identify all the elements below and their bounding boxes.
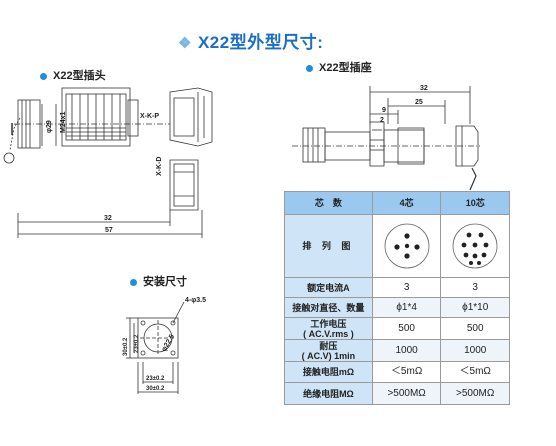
plug-dim-d2: M24x1 <box>60 111 67 133</box>
section-install-label: 安装尺寸 <box>143 276 187 288</box>
row-label: 工作电压 ( AC.V.rms ) <box>284 317 373 340</box>
socket-dim-32: 32 <box>420 85 428 92</box>
plug-dim-l1: 32 <box>104 215 112 222</box>
install-dim-h1: 30±0.2 <box>123 337 129 356</box>
row-value-10: 1000 <box>440 339 510 362</box>
plug-dim-l2: 57 <box>105 227 113 234</box>
pin-layout-10-icon <box>452 223 498 269</box>
table-row: 工作电压 ( AC.V.rms ) 500 500 <box>284 317 510 340</box>
socket-drawing <box>292 86 480 191</box>
socket-dim-9: 9 <box>382 107 386 114</box>
arrangement-row: 排 列 图 <box>284 214 510 278</box>
install-dim-holes: 4-φ3.5 <box>185 297 206 304</box>
row-value-4: ＜5mΩ <box>371 361 442 383</box>
row-label: 接触电阻mΩ <box>284 361 373 383</box>
bullet-icon <box>130 278 137 286</box>
install-dim-dia: φ22.5 <box>161 333 176 353</box>
row-value-10: 3 <box>440 277 510 298</box>
arrangement-label: 排 列 图 <box>284 214 373 278</box>
header-4-core: 4芯 <box>371 191 442 215</box>
table-row: 耐压 ( AC.V) 1min 1000 1000 <box>284 339 510 362</box>
bullet-icon <box>306 64 313 72</box>
page-title-text: X22型外型尺寸: <box>197 33 324 52</box>
header-10-core: 10芯 <box>440 191 510 215</box>
row-value-4: 3 <box>371 277 442 298</box>
row-value-10: ϕ1*10 <box>440 297 510 318</box>
plug-label-kd: X-K-D <box>156 157 163 176</box>
row-value-4: 500 <box>371 317 442 340</box>
row-label: 绝缘电阻MΩ <box>284 382 373 405</box>
page-title: ❖ X22型外型尺寸: <box>178 28 323 53</box>
install-drawing <box>126 301 185 394</box>
row-value-4: 1000 <box>371 339 442 362</box>
socket-dim-2: 2 <box>380 117 384 124</box>
table-row: 额定电流A 3 3 <box>284 277 510 298</box>
row-label: 接触对直径、数量 <box>284 297 373 318</box>
table-row: 接触电阻mΩ ＜5mΩ ＜5mΩ <box>284 361 510 383</box>
section-socket: X22型插座 <box>306 59 372 75</box>
plug-label-kp: X-K-P <box>140 113 159 120</box>
socket-dim-25: 25 <box>415 99 423 106</box>
install-dim-w1: 23±0.2 <box>146 376 165 382</box>
section-socket-label: X22型插座 <box>319 62 372 74</box>
row-value-10: ＜5mΩ <box>440 361 510 383</box>
diamond-icon: ❖ <box>178 35 192 52</box>
install-dim-h2: 23±0.2 <box>134 334 140 353</box>
table-header-row: 芯 数 4芯 10芯 <box>284 191 510 215</box>
row-value-4: ϕ1*4 <box>371 297 442 318</box>
row-label: 耐压 ( AC.V) 1min <box>284 339 373 362</box>
table-row: 绝缘电阻MΩ >500MΩ >500MΩ <box>284 382 510 405</box>
row-value-10: 500 <box>440 317 510 340</box>
section-plug: X22型插头 <box>40 67 106 83</box>
bullet-icon <box>40 72 47 80</box>
arrangement-4-core <box>371 214 442 278</box>
spec-table: 芯 数 4芯 10芯 排 列 图 <box>284 191 510 405</box>
row-value-10: >500MΩ <box>440 382 510 405</box>
arrangement-10-core <box>440 214 510 278</box>
row-value-4: >500MΩ <box>371 382 442 405</box>
header-cores: 芯 数 <box>284 191 373 215</box>
install-dim-w2: 30±0.2 <box>146 386 165 392</box>
pin-layout-4-icon <box>384 223 430 269</box>
row-label: 额定电流A <box>284 277 373 298</box>
plug-drawing <box>3 87 213 238</box>
plug-dim-d1: φ29 <box>46 120 53 133</box>
table-row: 接触对直径、数量 ϕ1*4 ϕ1*10 <box>284 297 510 318</box>
section-install: 安装尺寸 <box>130 273 187 289</box>
section-plug-label: X22型插头 <box>53 70 106 82</box>
